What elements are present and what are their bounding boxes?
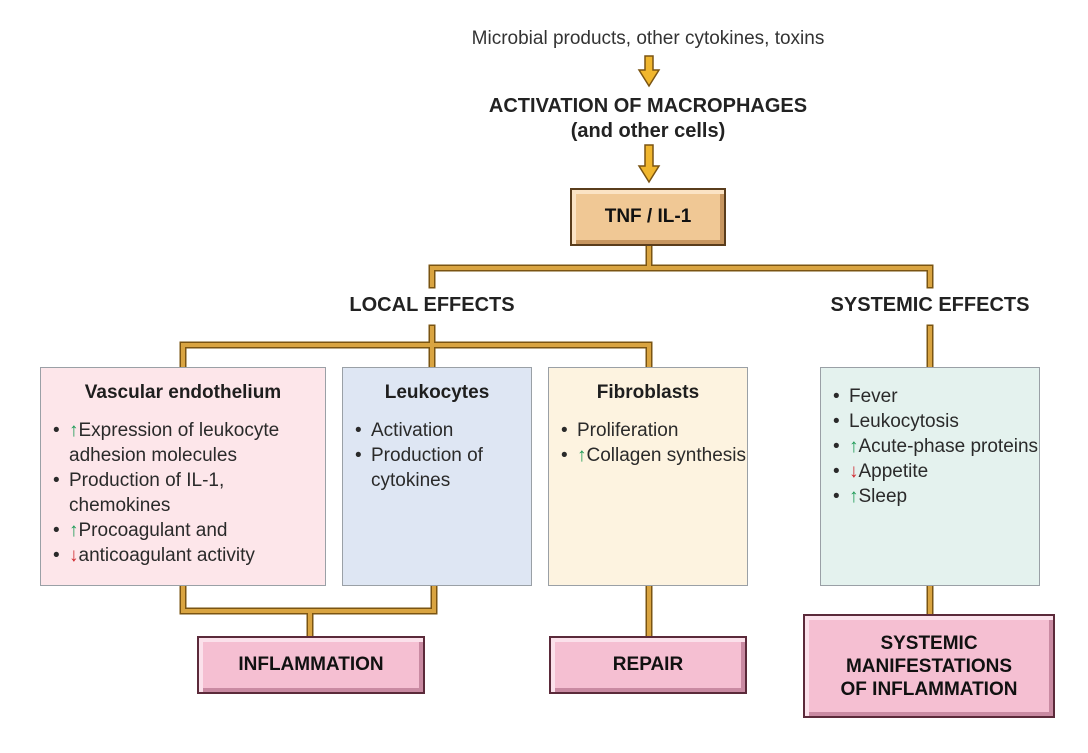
list-item-text: Procoagulant and xyxy=(78,520,228,541)
bullet: • xyxy=(53,470,60,491)
leukocytes-title: Leukocytes xyxy=(384,382,490,403)
repair-box: REPAIR xyxy=(549,636,747,694)
increase-arrow-icon: ↑ xyxy=(69,520,79,541)
systemic-manifestations-box: SYSTEMIC MANIFESTATIONS OF INFLAMMATION xyxy=(803,614,1055,718)
bullet: • xyxy=(53,520,60,541)
systemic-manifestations-line-1: SYSTEMIC xyxy=(880,632,978,654)
bullet: • xyxy=(355,445,362,466)
increase-arrow-icon: ↑ xyxy=(69,420,79,441)
input-stimuli-label: Microbial products, other cytokines, tox… xyxy=(471,28,825,49)
list-item: • Proliferation xyxy=(549,418,747,443)
list-item-text: Collagen synthesis xyxy=(586,445,746,466)
bullet: • xyxy=(833,486,840,507)
list-item: • Production of cytokines xyxy=(343,443,531,493)
list-item-text: Sleep xyxy=(858,486,908,507)
local-effects-label: LOCAL EFFECTS xyxy=(349,294,515,316)
vascular-effects-list: •↑Expression of leukocyte adhesion molec… xyxy=(41,418,325,568)
increase-arrow-icon: ↑ xyxy=(849,436,859,457)
fibroblasts-panel: Fibroblasts • Proliferation • ↑Collagen syn… xyxy=(548,367,748,586)
bullet: • xyxy=(53,545,60,566)
list-item: • Activation xyxy=(343,418,531,443)
list-item: • ↓anticoagulant activity xyxy=(41,543,325,568)
decrease-arrow-icon: ↓ xyxy=(849,461,859,482)
systemic-effects-label: SYSTEMIC EFFECTS xyxy=(830,294,1030,316)
bullet: • xyxy=(53,420,60,441)
decrease-arrow-icon: ↓ xyxy=(69,545,79,566)
repair-label: REPAIR xyxy=(612,654,684,675)
systemic-manifestations-line-2: MANIFESTATIONS xyxy=(845,655,1013,677)
arrow-activation-to-mediator xyxy=(637,144,661,184)
tnf-il1-box: TNF / IL-1 xyxy=(570,188,726,246)
list-item-text: Acute-phase proteins xyxy=(858,436,1039,457)
list-item: • ↑Procoagulant and xyxy=(41,518,325,543)
activation-title: ACTIVATION OF MACROPHAGES xyxy=(488,95,808,117)
bullet: • xyxy=(561,445,568,466)
list-item: • ↑Acute-phase proteins xyxy=(821,434,1039,459)
leukocytes-panel: Leukocytes • Activation • Production of cyt… xyxy=(342,367,532,586)
systemic-effects-list: •Fever•Leukocytosis•↑Acute-phase protein… xyxy=(821,384,1039,509)
systemic-manifestations-line-3: OF INFLAMMATION xyxy=(840,678,1018,700)
list-item-text: Activation xyxy=(371,420,454,441)
increase-arrow-icon: ↑ xyxy=(849,486,859,507)
leukocytes-effects-list: • Activation • Production of cytokines xyxy=(343,418,531,493)
list-item: • ↑Expression of leukocyte adhesion molec… xyxy=(41,418,325,468)
list-item-text: Production of cytokines xyxy=(371,445,483,491)
list-item-text: Expression of leukocyte adhesion molecul… xyxy=(69,420,280,466)
list-item-text: Proliferation xyxy=(577,420,679,441)
list-item: • ↑Sleep xyxy=(821,484,1039,509)
list-item: • ↑Collagen synthesis xyxy=(549,443,747,468)
list-item: • Fever xyxy=(821,384,1039,409)
increase-arrow-icon: ↑ xyxy=(577,445,587,466)
bullet: • xyxy=(833,386,840,407)
systemic-effects-panel: •Fever•Leukocytosis•↑Acute-phase protein… xyxy=(820,367,1040,586)
fibroblasts-effects-list: • Proliferation • ↑Collagen synthesis xyxy=(549,418,747,468)
fibroblasts-title: Fibroblasts xyxy=(596,382,700,403)
list-item-text: Appetite xyxy=(858,461,929,482)
bullet: • xyxy=(833,461,840,482)
vascular-endothelium-panel: Vascular endothelium •↑Expression of leu… xyxy=(40,367,326,586)
vascular-endothelium-title: Vascular endothelium xyxy=(84,382,282,403)
list-item: • Production of IL-1, chemokines xyxy=(41,468,325,518)
connector-fill xyxy=(181,245,932,636)
bullet: • xyxy=(561,420,568,441)
list-item-text: Leukocytosis xyxy=(849,411,959,432)
list-item: • ↓Appetite xyxy=(821,459,1039,484)
activation-subtitle: (and other cells) xyxy=(570,120,726,142)
bullet: • xyxy=(833,411,840,432)
list-item-text: Production of IL-1, chemokines xyxy=(69,470,225,516)
list-item-text: Fever xyxy=(849,386,898,407)
arrow-input-to-activation xyxy=(637,55,661,88)
list-item: • Leukocytosis xyxy=(821,409,1039,434)
bullet: • xyxy=(355,420,362,441)
list-item-text: anticoagulant activity xyxy=(78,545,255,566)
bullet: • xyxy=(833,436,840,457)
inflammation-box: INFLAMMATION xyxy=(197,636,425,694)
inflammation-label: INFLAMMATION xyxy=(238,654,384,675)
tnf-il1-label: TNF / IL-1 xyxy=(604,206,692,227)
